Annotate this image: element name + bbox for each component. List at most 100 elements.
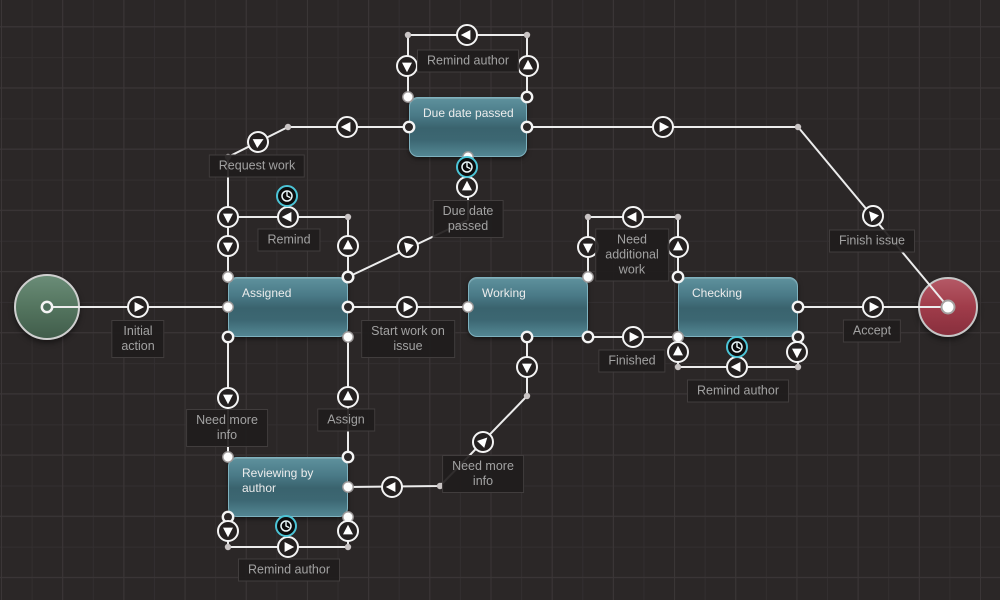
transition-arrow-icon[interactable] (337, 520, 359, 542)
label-line: Finish issue (839, 233, 905, 248)
source-port[interactable] (520, 330, 534, 344)
end-port[interactable] (940, 299, 956, 315)
source-port[interactable] (581, 330, 595, 344)
transition-arrow-icon[interactable] (396, 235, 420, 259)
transition-arrow-icon[interactable] (622, 206, 644, 228)
transition-arrow-icon[interactable] (667, 236, 689, 258)
bend-point[interactable] (284, 123, 292, 131)
bend-point[interactable] (224, 543, 232, 551)
label-remind-author-top[interactable]: Remind author (417, 49, 519, 73)
target-port[interactable] (342, 331, 354, 343)
transition-arrow-icon[interactable] (381, 476, 403, 498)
label-line: Request work (218, 158, 296, 173)
target-port[interactable] (342, 481, 354, 493)
source-port[interactable] (520, 120, 534, 134)
transition-arrow-icon[interactable] (859, 202, 887, 230)
timer-clock-icon[interactable] (726, 336, 748, 358)
bend-point[interactable] (436, 482, 444, 490)
label-finish-issue[interactable]: Finish issue (829, 229, 915, 253)
transition-arrow-icon[interactable] (217, 206, 239, 228)
timer-clock-icon[interactable] (456, 156, 478, 178)
state-node-due-date-passed[interactable]: Due date passed (409, 97, 527, 157)
bend-point[interactable] (674, 213, 682, 221)
target-port[interactable] (222, 451, 234, 463)
transition-arrow-icon[interactable] (516, 356, 538, 378)
label-remind-author-reviewing[interactable]: Remind author (238, 558, 340, 582)
source-port[interactable] (791, 330, 805, 344)
transition-arrow-icon[interactable] (396, 296, 418, 318)
transition-arrow-icon[interactable] (652, 116, 674, 138)
bend-point[interactable] (404, 31, 412, 39)
label-line: info (472, 474, 494, 488)
bend-point[interactable] (523, 392, 531, 400)
transition-arrow-icon[interactable] (517, 55, 539, 77)
target-port[interactable] (672, 331, 684, 343)
label-request-work[interactable]: Request work (208, 154, 306, 178)
state-node-assigned[interactable]: Assigned (228, 277, 348, 337)
state-node-checking[interactable]: Checking (678, 277, 798, 337)
transition-arrow-icon[interactable] (456, 176, 478, 198)
source-port[interactable] (221, 330, 235, 344)
label-finished[interactable]: Finished (598, 349, 666, 373)
transition-arrow-icon[interactable] (277, 206, 299, 228)
transition-arrow-icon[interactable] (726, 356, 748, 378)
transition-arrow-icon[interactable] (217, 235, 239, 257)
transition-arrow-icon[interactable] (469, 428, 497, 456)
label-line: action (121, 339, 155, 353)
target-port[interactable] (582, 271, 594, 283)
bend-point[interactable] (523, 31, 531, 39)
bend-point[interactable] (584, 213, 592, 221)
source-port[interactable] (341, 450, 355, 464)
transition-arrow-icon[interactable] (622, 326, 644, 348)
transition-arrow-icon[interactable] (336, 116, 358, 138)
transition-arrow-icon[interactable] (786, 341, 808, 363)
transition-arrow-icon[interactable] (217, 520, 239, 542)
transition-arrow-icon[interactable] (456, 24, 478, 46)
transition-arrow-icon[interactable] (277, 536, 299, 558)
target-port[interactable] (222, 301, 234, 313)
label-remind[interactable]: Remind (257, 228, 321, 252)
transition-arrow-icon[interactable] (217, 387, 239, 409)
label-accept[interactable]: Accept (842, 319, 902, 343)
transition-arrow-icon[interactable] (127, 296, 149, 318)
source-port[interactable] (520, 90, 534, 104)
label-line: Need more (452, 459, 514, 473)
source-port[interactable] (791, 300, 805, 314)
source-port[interactable] (402, 120, 416, 134)
target-port[interactable] (402, 91, 414, 103)
timer-clock-icon[interactable] (276, 185, 298, 207)
target-port[interactable] (462, 301, 474, 313)
bend-point[interactable] (674, 363, 682, 371)
label-line: work (618, 262, 646, 277)
label-assign[interactable]: Assign (317, 408, 375, 432)
bend-point[interactable] (344, 213, 352, 221)
transition-arrow-icon[interactable] (667, 341, 689, 363)
label-remind-author-checking[interactable]: Remind author (687, 379, 789, 403)
bend-point[interactable] (794, 123, 802, 131)
transition-arrow-icon[interactable] (862, 296, 884, 318)
start-port[interactable] (40, 300, 54, 314)
timer-clock-icon[interactable] (275, 515, 297, 537)
label-line: passed (447, 219, 489, 233)
bend-point[interactable] (794, 363, 802, 371)
label-line: Accept (852, 323, 892, 338)
transition-arrow-icon[interactable] (337, 386, 359, 408)
source-port[interactable] (341, 300, 355, 314)
label-line: Remind author (697, 383, 779, 398)
source-port[interactable] (341, 270, 355, 284)
transition-arrow-icon[interactable] (245, 129, 272, 156)
bend-point[interactable] (344, 543, 352, 551)
source-port[interactable] (671, 270, 685, 284)
state-title: Due date passed (423, 106, 514, 120)
label-line: Remind (267, 232, 311, 247)
transition-arrow-icon[interactable] (337, 235, 359, 257)
transition-arrow-icon[interactable] (396, 55, 418, 77)
target-port[interactable] (222, 271, 234, 283)
